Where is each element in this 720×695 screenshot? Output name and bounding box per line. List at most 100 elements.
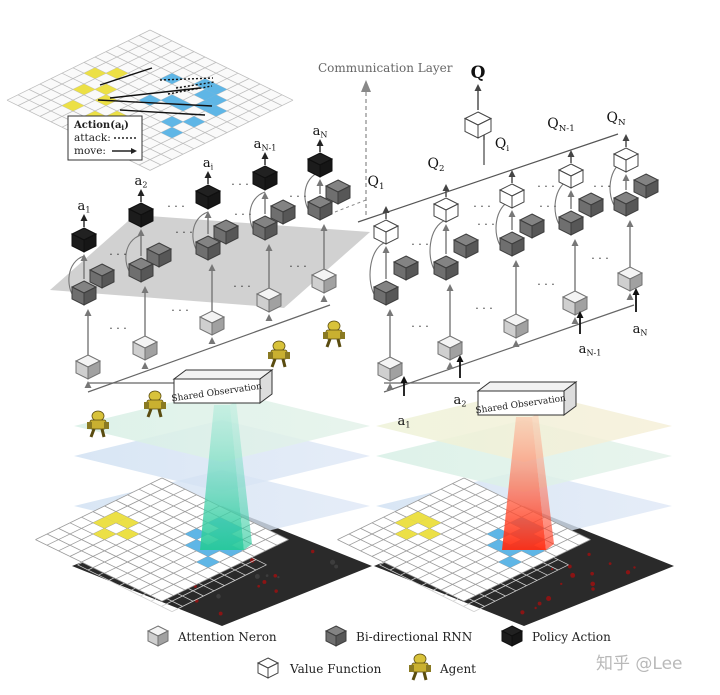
legend-policy-label: Policy Action xyxy=(532,630,611,644)
legend-value-icon xyxy=(256,657,280,679)
agent-icon xyxy=(323,320,345,348)
ellipsis: · · · xyxy=(175,226,192,239)
birnn-cube xyxy=(498,231,526,257)
attention-neuron-cube xyxy=(616,266,644,292)
ellipsis: · · · xyxy=(475,302,492,315)
ellipsis: · · · xyxy=(171,304,188,317)
birnn-cube xyxy=(324,179,352,205)
birnn-cube xyxy=(612,191,640,217)
ellipsis: · · · xyxy=(231,178,248,191)
legend-value-label: Value Function xyxy=(289,662,382,676)
left-perception-stack xyxy=(35,390,372,626)
communication-layer-label: Communication Layer xyxy=(318,61,453,75)
policy-action-cube xyxy=(127,202,155,228)
action-input-label-3: aN-1 xyxy=(579,342,602,358)
legend-agent-label: Agent xyxy=(439,662,476,676)
shared-observation-right: Shared Observation xyxy=(475,381,578,416)
ellipsis: · · · xyxy=(539,200,556,213)
ellipsis: · · · xyxy=(109,322,126,335)
action-input-label-4: aN xyxy=(633,322,648,338)
ellipsis: · · · xyxy=(473,200,490,213)
birnn-cube xyxy=(577,192,605,218)
attention-neuron-cube xyxy=(310,268,338,294)
ellipsis: · · · xyxy=(537,180,554,193)
action-input-3: aN-1 xyxy=(576,311,602,358)
ellipsis: · · · xyxy=(233,280,250,293)
action-input-label-1: a1 xyxy=(398,414,411,430)
ellipsis: · · · xyxy=(537,278,554,291)
attention-beam xyxy=(200,401,252,550)
right-perception-stack xyxy=(337,390,674,626)
birnn-cube xyxy=(306,195,334,221)
birnn-cube xyxy=(518,213,546,239)
birnn-cube xyxy=(88,263,116,289)
q-label-2: Q2 xyxy=(427,156,444,174)
attention-neuron-cube xyxy=(255,287,283,313)
value-function-cube xyxy=(432,197,460,223)
q-label-4: QN-1 xyxy=(547,116,575,134)
critic-column-3: Qi xyxy=(495,136,546,347)
legend-birnn-label: Bi-directional RNN xyxy=(356,630,472,644)
policy-action-cube xyxy=(306,152,334,178)
birnn-cube xyxy=(145,242,173,268)
ellipsis: · · · xyxy=(109,248,126,261)
top-action-grid xyxy=(6,29,294,171)
shared-observation-left: Shared Observation xyxy=(171,369,274,404)
birnn-cube xyxy=(70,280,98,306)
action-box: Action(ai) attack: move: xyxy=(67,115,143,161)
attention-neuron-cube xyxy=(74,354,102,380)
birnn-cube xyxy=(194,235,222,261)
actor-column-2: a2 xyxy=(125,174,173,418)
action-label-1: a1 xyxy=(78,199,91,215)
ellipsis: · · · xyxy=(411,238,428,251)
legend-policy: Policy Action xyxy=(500,625,611,647)
legend-value: Value Function xyxy=(256,657,382,679)
birnn-cube xyxy=(632,173,660,199)
critic-column-1: Q1 xyxy=(367,174,420,390)
legend-attention-icon xyxy=(146,625,170,647)
birnn-cube xyxy=(392,255,420,281)
value-function-cube xyxy=(372,219,400,245)
ellipsis: · · · xyxy=(289,260,306,273)
attention-neuron-cube xyxy=(436,335,464,361)
action-grid xyxy=(6,29,294,171)
action-label-3: ai xyxy=(203,156,214,172)
birnn-cube xyxy=(372,280,400,306)
communication-plane xyxy=(50,215,370,308)
ellipsis: · · · xyxy=(477,218,494,231)
legend-policy-icon xyxy=(500,625,524,647)
attention-neuron-cube xyxy=(131,335,159,361)
ellipsis: · · · xyxy=(234,208,251,221)
agent-icon xyxy=(144,390,166,418)
critic-column-4: QN-1 xyxy=(547,116,605,324)
q-total-label: Q xyxy=(471,63,486,83)
action-label-5: aN xyxy=(313,124,328,140)
attention-neuron-cube xyxy=(376,356,404,382)
attention-neuron-cube xyxy=(561,290,589,316)
communication-layer-annotation: Communication Layer xyxy=(318,61,453,215)
total-value-cube xyxy=(463,111,493,139)
q-label-1: Q1 xyxy=(367,174,384,192)
policy-action-cube xyxy=(251,165,279,191)
value-function-cube xyxy=(557,163,585,189)
actor-column-5: aN xyxy=(304,124,352,348)
ellipsis: · · · xyxy=(591,252,608,265)
move-label: move: xyxy=(74,145,106,157)
legend-attention: Attention Neron xyxy=(146,625,277,647)
ellipsis: · · · xyxy=(289,190,306,203)
action-label-2: a2 xyxy=(135,174,148,190)
critic-column-5: QN xyxy=(606,110,660,300)
critic-column-2: Q2 xyxy=(427,156,480,369)
ellipsis: · · · xyxy=(593,180,610,193)
legend-birnn-icon xyxy=(324,625,348,647)
agent-icon xyxy=(268,340,290,368)
birnn-cube xyxy=(557,210,585,236)
birnn-cube xyxy=(212,219,240,245)
legend-birnn: Bi-directional RNN xyxy=(324,625,472,647)
value-function-cube xyxy=(612,147,640,173)
policy-action-cube xyxy=(70,227,98,253)
attention-neuron-cube xyxy=(198,310,226,336)
